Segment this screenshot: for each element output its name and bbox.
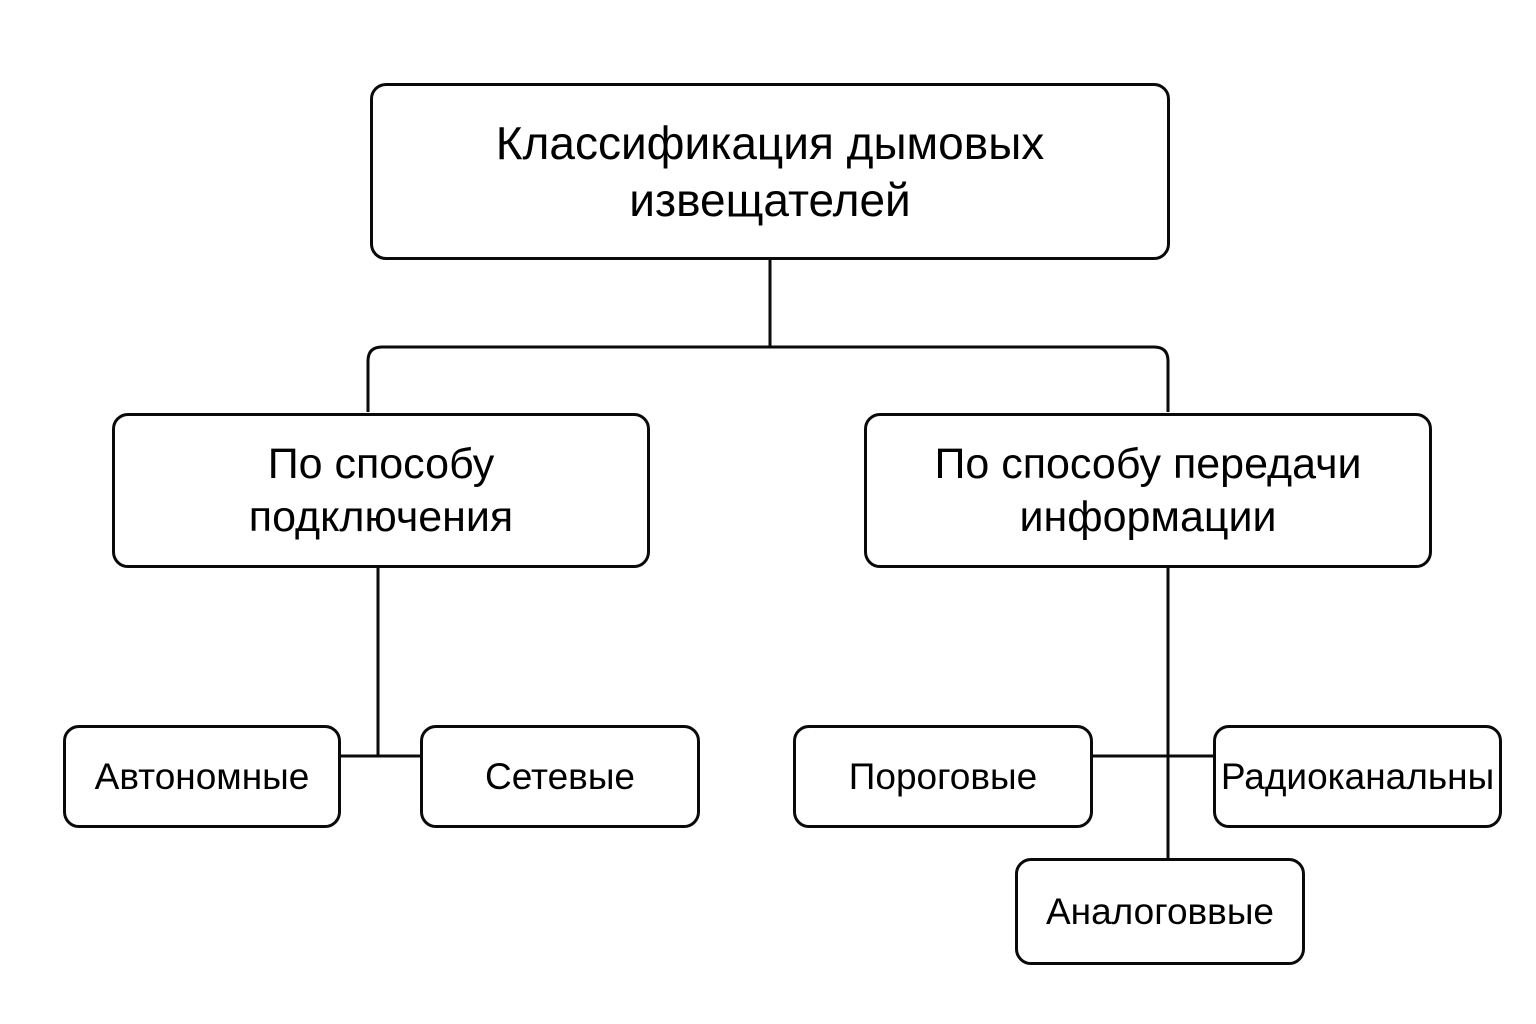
node-leaf-analog[interactable]: Аналоговвые bbox=[1015, 858, 1305, 965]
edge-root-bracket bbox=[366, 345, 1170, 412]
node-leaf-networked-label: Сетевые bbox=[484, 755, 635, 797]
node-leaf-networked[interactable]: Сетевые bbox=[420, 725, 700, 828]
node-leaf-threshold[interactable]: Пороговые bbox=[793, 725, 1093, 828]
node-branch-connection[interactable]: По способу подключения bbox=[112, 413, 650, 568]
node-root[interactable]: Классификация дымовых извещателей bbox=[370, 83, 1170, 260]
node-branch-transmission-label: По способу передачи информации bbox=[934, 440, 1362, 541]
node-leaf-autonomous-label: Автономные bbox=[94, 755, 310, 797]
node-branch-transmission[interactable]: По способу передачи информации bbox=[864, 413, 1432, 568]
node-leaf-autonomous[interactable]: Автономные bbox=[63, 725, 341, 828]
node-root-label: Классификация дымовых извещателей bbox=[495, 117, 1045, 226]
node-leaf-analog-label: Аналоговвые bbox=[1045, 890, 1275, 932]
node-leaf-threshold-label: Пороговые bbox=[848, 755, 1038, 797]
node-leaf-radiochannel-label: Радиоканальны bbox=[1220, 755, 1495, 797]
node-leaf-radiochannel[interactable]: Радиоканальны bbox=[1213, 725, 1502, 828]
node-branch-connection-label: По способу подключения bbox=[248, 440, 514, 541]
